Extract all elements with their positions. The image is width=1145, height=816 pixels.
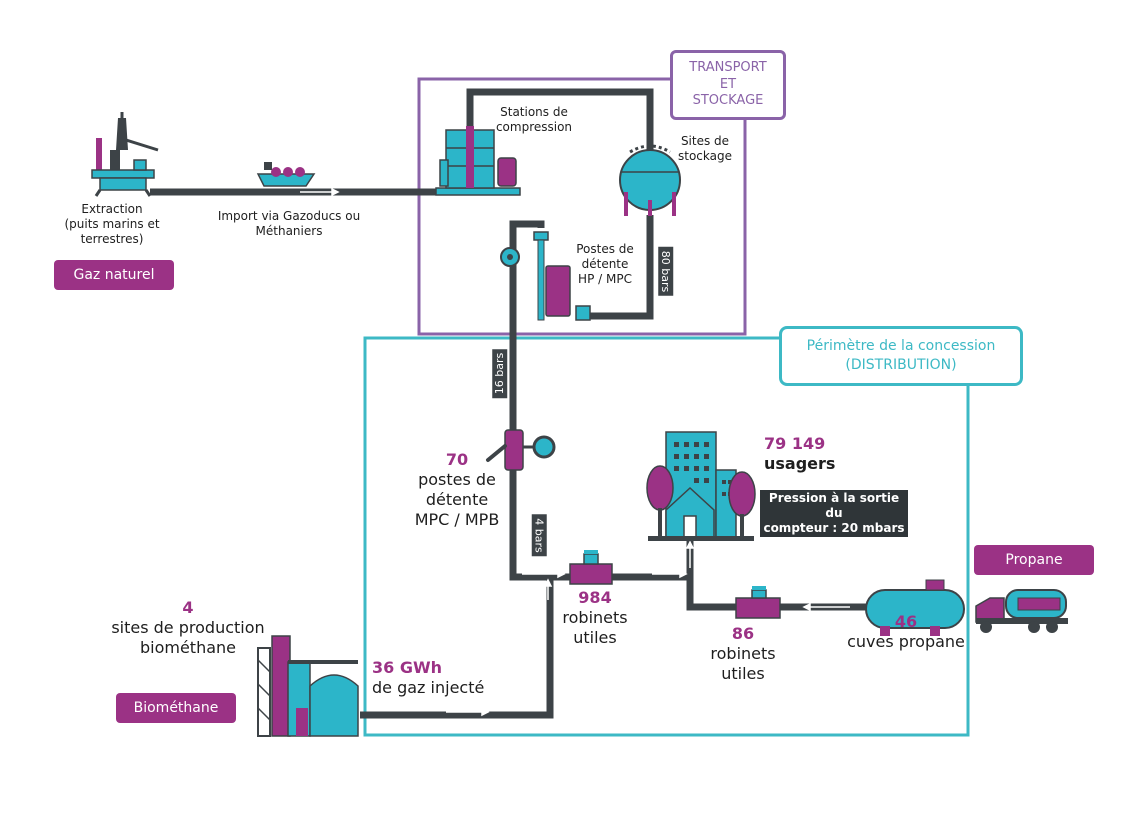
injected-gas-label: 36 GWh de gaz injecté xyxy=(372,658,484,698)
robinets-propane-label: 86 robinets utiles xyxy=(698,624,788,684)
robinets-propane-line1: robinets xyxy=(710,644,776,663)
extraction-line3: terrestres) xyxy=(80,232,144,246)
cuves-propane-text: cuves propane xyxy=(847,632,965,651)
transport-title-line3: STOCKAGE xyxy=(692,93,764,109)
transport-frame xyxy=(417,77,747,336)
extraction-line1: Extraction xyxy=(81,202,143,216)
robinets-main-label: 984 robinets utiles xyxy=(550,588,640,648)
import-line1: Import via Gazoducs ou xyxy=(217,209,361,223)
transport-title-line1: TRANSPORT xyxy=(689,59,767,75)
robinets-main-value: 984 xyxy=(578,588,612,607)
robinets-main-line1: robinets xyxy=(562,608,628,627)
storage-line2: stockage xyxy=(678,149,732,163)
flow-arrows xyxy=(300,187,850,717)
distribution-title-line1: Périmètre de la concession xyxy=(806,338,996,355)
propane-tank-icon xyxy=(865,579,965,636)
robinets-propane-value: 86 xyxy=(731,624,755,643)
biomethane-sites-value: 4 xyxy=(182,598,194,617)
storage-tank-icon xyxy=(619,144,681,216)
injected-gas-text: de gaz injecté xyxy=(372,678,485,697)
extraction-line2: (puits marins et xyxy=(64,217,160,231)
pressure-meter-line2: compteur : 20 mbars xyxy=(763,521,905,535)
pressure-meter-note: Pression à la sortie du compteur : 20 mb… xyxy=(760,490,908,537)
import-line2: Méthaniers xyxy=(255,224,323,238)
biomethane-plant-icon xyxy=(257,635,359,737)
usagers-text: usagers xyxy=(764,454,836,473)
hp-postes-line3: HP / MPC xyxy=(578,272,632,286)
cuves-propane-value: 46 xyxy=(894,612,918,631)
biomethane-pipe xyxy=(360,578,554,719)
mpc-postes-label: 70 postes de détente MPC / MPB xyxy=(402,450,512,530)
valve-propane-icon xyxy=(735,586,781,619)
mpb-expansion-post-icon xyxy=(486,429,556,471)
biomethane-sites-line1: sites de production xyxy=(111,618,265,637)
hp-postes-line1: Postes de xyxy=(576,242,634,256)
hp-expansion-post-icon xyxy=(500,231,591,321)
distribution-title: Périmètre de la concession (DISTRIBUTION… xyxy=(779,326,1023,386)
compression-pipe xyxy=(466,88,654,155)
transport-title-line2: ET xyxy=(719,76,737,92)
lng-ship-icon xyxy=(256,162,316,187)
compression-line1: Stations de xyxy=(500,105,568,119)
pressure-meter-line1: Pression à la sortie du xyxy=(768,491,900,520)
robinets-propane-line2: utiles xyxy=(721,664,765,683)
distribution-frame xyxy=(363,336,970,737)
distribution-title-line2: (DISTRIBUTION) xyxy=(845,357,957,373)
storage-label: Sites de stockage xyxy=(670,134,740,164)
biomethane-sites-label: 4 sites de production biométhane xyxy=(96,598,280,658)
transport-to-distribution-pipe xyxy=(509,220,694,581)
usagers-label: 79 149 usagers xyxy=(764,434,835,474)
propane-truck-icon xyxy=(975,589,1068,633)
storage-line1: Sites de xyxy=(680,134,730,148)
biomethane-badge: Biométhane xyxy=(116,693,236,723)
injected-gas-value: 36 GWh xyxy=(372,658,443,677)
import-label: Import via Gazoducs ou Méthaniers xyxy=(210,209,368,239)
offshore-platform-icon xyxy=(91,112,159,197)
pressure-16-bars: 16 bars xyxy=(492,348,508,399)
compression-line2: compression xyxy=(495,120,573,134)
storage-to-hp-pipe xyxy=(580,215,654,320)
pressure-4-bars: 4 bars xyxy=(531,514,547,557)
city-buildings-icon xyxy=(646,431,756,541)
transport-title: TRANSPORT ET STOCKAGE xyxy=(670,50,786,120)
pressure-80-bars: 80 bars xyxy=(658,246,674,297)
mpc-postes-line3: MPC / MPB xyxy=(414,510,500,529)
hp-postes-line2: détente xyxy=(581,257,629,271)
extraction-label: Extraction (puits marins et terrestres) xyxy=(52,202,172,247)
biomethane-sites-line2: biométhane xyxy=(139,638,237,657)
hp-postes-label: Postes de détente HP / MPC xyxy=(566,242,644,287)
valve-main-icon xyxy=(569,550,613,585)
compression-station-icon xyxy=(435,126,521,196)
mpc-postes-line2: détente xyxy=(425,490,489,509)
mpc-postes-line1: postes de xyxy=(418,470,496,489)
mpc-postes-value: 70 xyxy=(445,450,469,469)
pipes xyxy=(150,88,866,719)
propane-badge: Propane xyxy=(974,545,1094,575)
usagers-value: 79 149 xyxy=(764,434,826,453)
gaz-naturel-badge: Gaz naturel xyxy=(54,260,174,290)
robinets-main-line2: utiles xyxy=(573,628,617,647)
compression-label: Stations de compression xyxy=(484,105,584,135)
cuves-propane-label: 46 cuves propane xyxy=(838,612,974,652)
